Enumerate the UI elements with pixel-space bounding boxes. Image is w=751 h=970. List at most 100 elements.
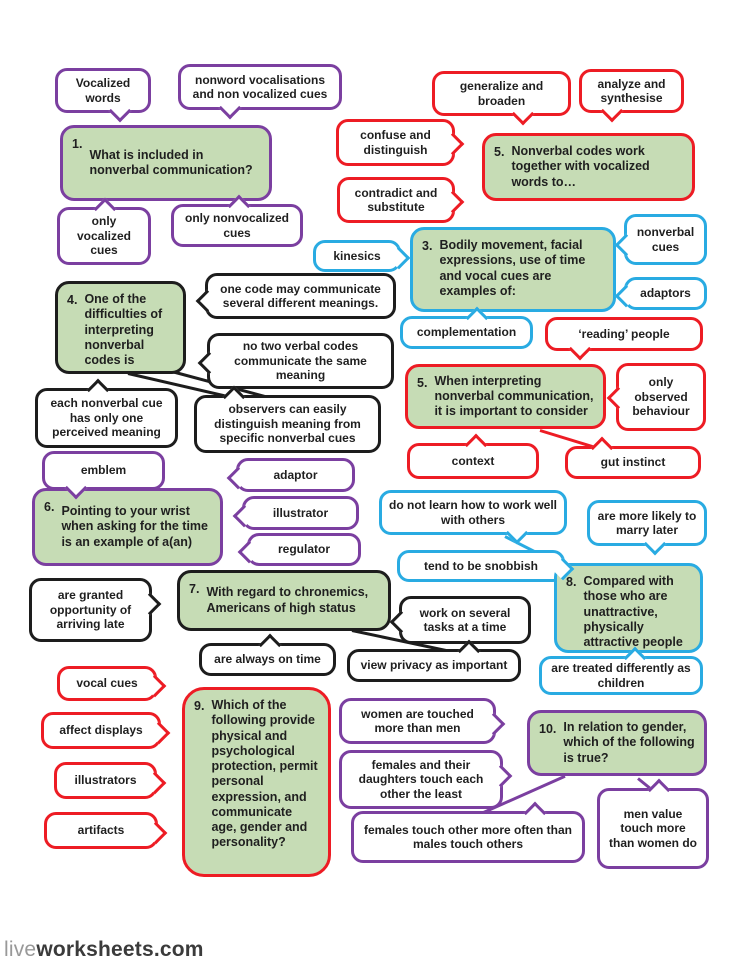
answer-bubble[interactable]: gut instinct [565, 436, 701, 479]
answer-bubble[interactable]: one code may communicate several differe… [195, 273, 396, 319]
question-number: 3. [422, 239, 433, 253]
answer-bubble[interactable]: adaptor [226, 458, 355, 492]
answer-bubble[interactable]: artifacts [44, 812, 168, 849]
answer-bubble[interactable]: tend to be snobbish [397, 550, 575, 582]
answer-bubble[interactable]: only nonvocalized cues [171, 194, 303, 247]
answer-bubble[interactable]: regulator [237, 533, 361, 566]
answer-bubble[interactable]: adaptors [614, 277, 707, 310]
answer-text: adaptor [273, 467, 318, 482]
answer-bubble[interactable]: confuse and distinguish [336, 119, 465, 166]
answer-bubble[interactable]: are more likely to marry later [587, 500, 707, 556]
answer-bubble[interactable]: vocal cues [57, 666, 167, 701]
question-number: 5. [494, 145, 505, 159]
answer-bubble[interactable]: Vocalized words [55, 68, 151, 123]
bubble-tail [143, 771, 167, 795]
question-box-8[interactable]: 8. Compared with those who are unattract… [554, 563, 703, 653]
answer-bubble[interactable]: observers can easily distinguish meaning… [194, 385, 381, 453]
site-logo[interactable]: liveworksheets.com [4, 938, 204, 962]
answer-bubble[interactable]: are granted opportunity of arriving late [29, 578, 162, 642]
question-box-9[interactable]: 9. Which of the following provide physic… [182, 687, 331, 877]
answer-bubble[interactable]: affect displays [41, 712, 171, 749]
bubble-tail [523, 801, 547, 825]
question-box-5b[interactable]: 5. When interpreting nonverbal communica… [405, 364, 606, 429]
answer-text: kinesics [333, 248, 381, 263]
answer-text: are treated differently as children [551, 661, 691, 690]
bubble-tail [232, 504, 256, 528]
answer-text: only observed behaviour [632, 375, 690, 419]
answer-text: only vocalized cues [76, 214, 132, 258]
answer-bubble[interactable]: only vocalized cues [57, 197, 151, 265]
answer-bubble[interactable]: kinesics [313, 240, 411, 272]
answer-bubble[interactable]: work on several tasks at a time [389, 596, 531, 644]
question-box-4[interactable]: 4. One of the difficulties of interpreti… [55, 281, 186, 374]
question-text: Pointing to your wrist when asking for t… [61, 504, 208, 549]
question-number: 7. [189, 582, 200, 596]
question-text: What is included in nonverbal communicat… [89, 147, 253, 177]
question-number: 6. [44, 500, 55, 514]
answer-bubble[interactable]: do not learn how to work well with other… [379, 490, 567, 545]
question-number: 1. [72, 137, 83, 151]
question-box-6[interactable]: 6. Pointing to your wrist when asking fo… [32, 488, 223, 566]
answer-text: adaptors [640, 286, 691, 301]
question-box-3[interactable]: 3. Bodily movement, facial expressions, … [410, 227, 616, 312]
answer-bubble[interactable]: complementation [400, 306, 533, 349]
bubble-tail [441, 133, 465, 156]
answer-text: contradict and substitute [354, 185, 438, 214]
question-box-1[interactable]: 1. What is included in nonverbal communi… [60, 125, 272, 201]
answer-text: complementation [416, 325, 517, 340]
site-logo-live: live [4, 938, 37, 961]
answer-text: regulator [277, 542, 330, 557]
question-box-10[interactable]: 10. In relation to gender, which of the … [527, 710, 707, 776]
answer-bubble[interactable]: illustrators [54, 762, 167, 799]
answer-bubble[interactable]: are treated differently as children [539, 646, 703, 695]
answer-text: work on several tasks at a time [419, 605, 511, 634]
answer-bubble[interactable]: nonverbal cues [614, 214, 707, 265]
answer-text: no two verbal codes communicate the same… [234, 339, 367, 383]
question-box-7[interactable]: 7. With regard to chronemics, Americans … [177, 570, 391, 631]
answer-text: emblem [80, 463, 127, 478]
answer-text: Vocalized words [75, 76, 131, 105]
bubble-tail [237, 540, 261, 563]
bubble-tail [147, 721, 171, 745]
answer-text: tend to be snobbish [424, 558, 538, 573]
answer-text: do not learn how to work well with other… [389, 498, 558, 527]
answer-text: confuse and distinguish [360, 128, 431, 157]
answer-text: females touch other more often than male… [363, 822, 573, 851]
answer-bubble[interactable]: females and their daughters touch each o… [339, 750, 513, 809]
question-number: 9. [194, 699, 205, 713]
answer-text: nonword vocalisations and non vocalized … [192, 72, 328, 101]
answer-text: men value touch more than women do [609, 806, 697, 850]
answer-bubble[interactable]: each nonverbal cue has only one perceive… [35, 378, 178, 448]
bubble-tail [482, 712, 506, 736]
question-box-5a[interactable]: 5. Nonverbal codes work together with vo… [482, 133, 695, 201]
answer-bubble[interactable]: generalize and broaden [432, 71, 571, 126]
answer-text: context [451, 453, 495, 468]
bubble-tail [489, 764, 513, 788]
answer-bubble[interactable]: females touch other more often than male… [351, 801, 585, 863]
question-number: 4. [67, 293, 78, 307]
question-number: 8. [566, 575, 577, 589]
answer-bubble[interactable]: men value touch more than women do [597, 778, 709, 869]
answer-bubble[interactable]: context [407, 433, 539, 479]
answer-bubble[interactable]: contradict and substitute [337, 177, 465, 223]
answer-bubble[interactable]: only observed behaviour [606, 363, 706, 431]
answer-bubble[interactable]: view privacy as important [347, 639, 521, 682]
answer-bubble[interactable]: nonword vocalisations and non vocalized … [178, 64, 342, 120]
answer-text: only nonvocalized cues [184, 211, 289, 240]
question-number: 5. [417, 376, 428, 390]
answer-bubble[interactable]: women are touched more than men [339, 698, 506, 744]
answer-text: illustrator [272, 505, 329, 520]
answer-bubble[interactable]: are always on time [199, 633, 336, 676]
answer-bubble[interactable]: analyze and synthesise [579, 69, 684, 123]
answer-bubble[interactable]: no two verbal codes communicate the same… [197, 333, 394, 389]
answer-text: affect displays [59, 723, 143, 738]
answer-text: generalize and broaden [459, 79, 544, 108]
question-text: In relation to gender, which of the foll… [563, 720, 695, 765]
answer-bubble[interactable]: emblem [42, 451, 165, 500]
answer-bubble[interactable]: illustrator [232, 496, 359, 530]
question-number: 10. [539, 722, 557, 736]
bubble-tail [226, 466, 250, 490]
answer-text: analyze and synthesise [597, 76, 666, 105]
answer-bubble[interactable]: ‘reading’ people [545, 317, 703, 361]
answer-text: nonverbal cues [636, 225, 695, 254]
